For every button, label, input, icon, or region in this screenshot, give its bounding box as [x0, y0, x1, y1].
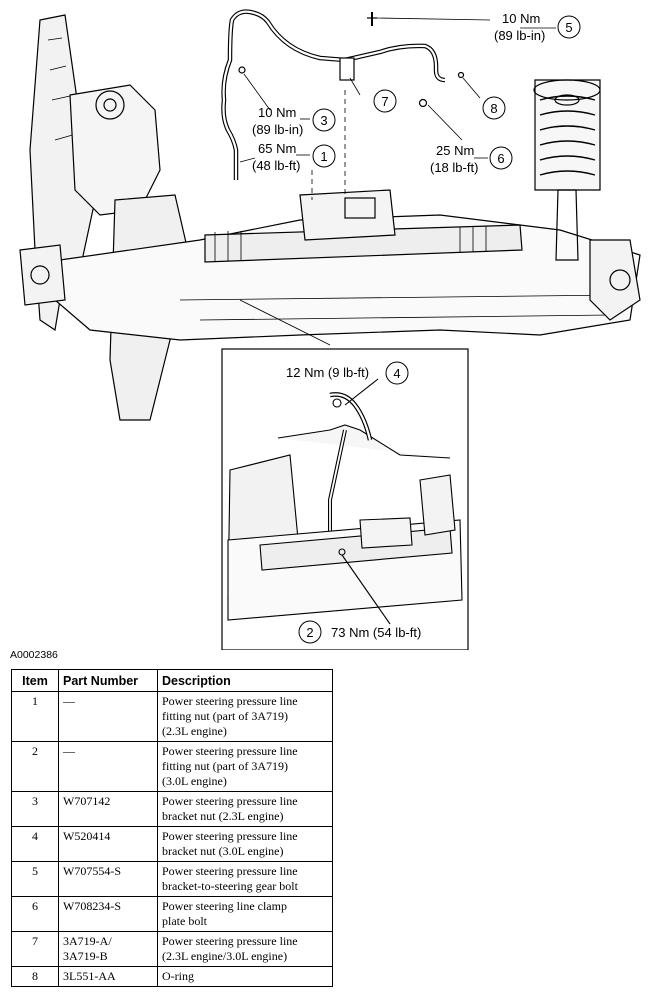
row-item-number: 7: [11, 931, 59, 967]
callout-5-torque: 10 Nm: [502, 11, 540, 26]
description-line: Power steering pressure line: [162, 744, 298, 758]
parts-table: Item Part Number Description 1—Power ste…: [11, 669, 333, 987]
callout-6: 6 25 Nm (18 lb-ft): [430, 143, 513, 175]
callout-1-torque-imperial: (48 lb-ft): [252, 158, 300, 173]
callout-2-torque: 73 Nm (54 lb-ft): [331, 625, 421, 640]
row-part-number: W707142: [58, 791, 158, 827]
description-line: (2.3L engine/3.0L engine): [162, 949, 288, 963]
callout-5: 5 10 Nm (89 lb-in): [494, 11, 581, 43]
figure-id: A0002386: [10, 649, 58, 661]
callout-1-torque: 65 Nm: [258, 141, 296, 156]
description-line: bracket-to-steering gear bolt: [162, 879, 298, 893]
row-description: Power steering pressure line(2.3L engine…: [157, 931, 333, 967]
callout-3-number: 3: [320, 113, 327, 128]
description-line: bracket nut (2.3L engine): [162, 809, 284, 823]
description-line: Power steering pressure line: [162, 934, 298, 948]
callout-2-number: 2: [306, 625, 313, 640]
row-part-number: 3A719-A/ 3A719-B: [58, 931, 158, 967]
description-line: Power steering pressure line: [162, 864, 298, 878]
callout-3: 3 10 Nm (89 lb-in): [252, 105, 336, 137]
description-line: Power steering pressure line: [162, 794, 298, 808]
callout-5-number: 5: [565, 20, 572, 35]
row-part-number: —: [58, 691, 158, 742]
callout-6-torque-imperial: (18 lb-ft): [430, 160, 478, 175]
row-item-number: 4: [11, 826, 59, 862]
row-part-number: —: [58, 741, 158, 792]
exploded-view-diagram: 1 65 Nm (48 lb-ft) 2 73 Nm (54 lb-ft) 3 …: [19, 9, 641, 650]
description-line: fitting nut (part of 3A719): [162, 709, 288, 723]
description-line: (2.3L engine): [162, 724, 227, 738]
row-item-number: 8: [11, 966, 59, 987]
callout-8-number: 8: [490, 101, 497, 116]
row-part-number: W707554-S: [58, 861, 158, 897]
header-item: Item: [11, 669, 59, 692]
callout-1: 1 65 Nm (48 lb-ft): [252, 141, 336, 173]
callout-6-number: 6: [497, 151, 504, 166]
callout-2: 2 73 Nm (54 lb-ft): [298, 620, 421, 644]
description-line: (3.0L engine): [162, 774, 227, 788]
callout-3-torque: 10 Nm: [258, 105, 296, 120]
leader-lines: [239, 17, 556, 346]
row-part-number: W708234-S: [58, 896, 158, 932]
description-line: plate bolt: [162, 914, 207, 928]
row-part-number: 3L551-AA: [58, 966, 158, 987]
callout-7: 7: [373, 89, 397, 113]
header-part-number: Part Number: [58, 669, 158, 692]
description-line: O-ring: [162, 969, 194, 983]
description-line: fitting nut (part of 3A719): [162, 759, 288, 773]
row-part-number: W520414: [58, 826, 158, 862]
callout-5-torque-imperial: (89 lb-in): [494, 28, 545, 43]
callout-4-number: 4: [393, 366, 400, 381]
callout-3-torque-imperial: (89 lb-in): [252, 122, 303, 137]
callout-7-number: 7: [381, 94, 388, 109]
description-line: Power steering pressure line: [162, 829, 298, 843]
row-item-number: 3: [11, 791, 59, 827]
row-item-number: 5: [11, 861, 59, 897]
parts-table-header: Item Part Number Description: [11, 669, 333, 692]
callout-6-torque: 25 Nm: [436, 143, 474, 158]
pressure-line-illustration: [221, 9, 465, 180]
callout-1-number: 1: [320, 149, 327, 164]
row-item-number: 2: [11, 741, 59, 792]
row-item-number: 1: [11, 691, 59, 742]
callout-4-torque: 12 Nm (9 lb-ft): [286, 365, 369, 380]
header-description: Description: [157, 669, 333, 692]
description-line: Power steering pressure line: [162, 694, 298, 708]
inset-detail-box: [221, 348, 469, 650]
description-line: Power steering line clamp: [162, 899, 287, 913]
row-description: O-ring: [157, 966, 333, 987]
description-line: bracket nut (3.0L engine): [162, 844, 284, 858]
row-item-number: 6: [11, 896, 59, 932]
callout-4: 4 12 Nm (9 lb-ft): [286, 361, 409, 385]
callout-8: 8: [482, 96, 506, 120]
chassis-illustration: [19, 14, 641, 421]
